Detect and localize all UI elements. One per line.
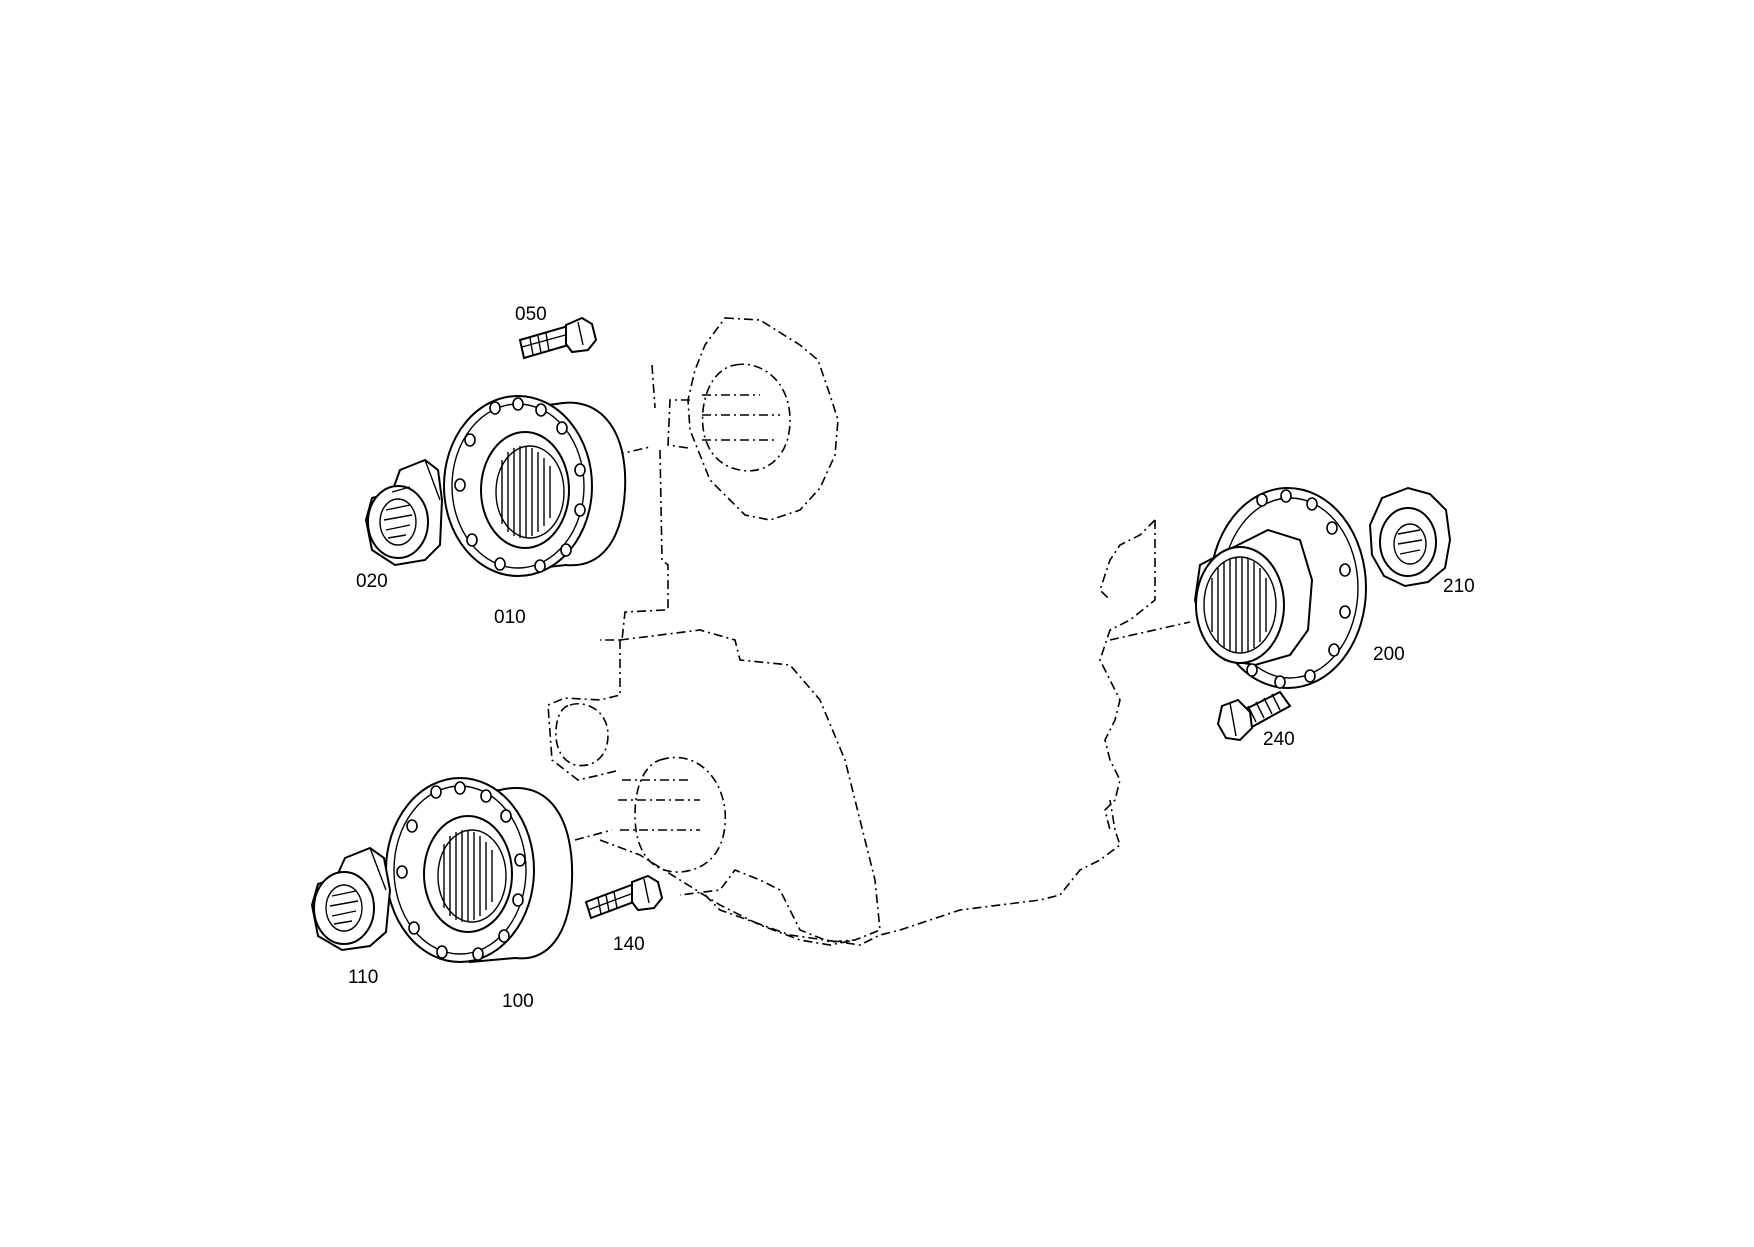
callout-020: 020 <box>356 571 388 592</box>
output-flange-200 <box>1193 487 1367 689</box>
spline-010 <box>501 446 551 538</box>
callout-010: 010 <box>494 607 526 628</box>
hex-bolt-140 <box>584 874 664 920</box>
callout-140: 140 <box>613 934 645 955</box>
callout-050: 050 <box>515 304 547 325</box>
callout-210: 210 <box>1443 576 1475 597</box>
callout-110: 110 <box>348 967 379 988</box>
callout-100: 100 <box>502 991 534 1012</box>
hex-nut-110 <box>310 846 392 952</box>
transmission-housing-outline <box>547 317 1191 946</box>
callout-240: 240 <box>1263 729 1295 750</box>
spline-200 <box>1211 557 1267 653</box>
spline-100 <box>443 830 493 922</box>
hex-bolt-050 <box>518 316 598 360</box>
output-flange-100 <box>385 777 574 964</box>
callout-200: 200 <box>1373 644 1405 665</box>
output-flange-010 <box>443 395 627 577</box>
hex-bolt-240 <box>1216 690 1292 742</box>
hex-nut-020 <box>364 458 444 567</box>
hex-nut-210 <box>1368 486 1452 588</box>
